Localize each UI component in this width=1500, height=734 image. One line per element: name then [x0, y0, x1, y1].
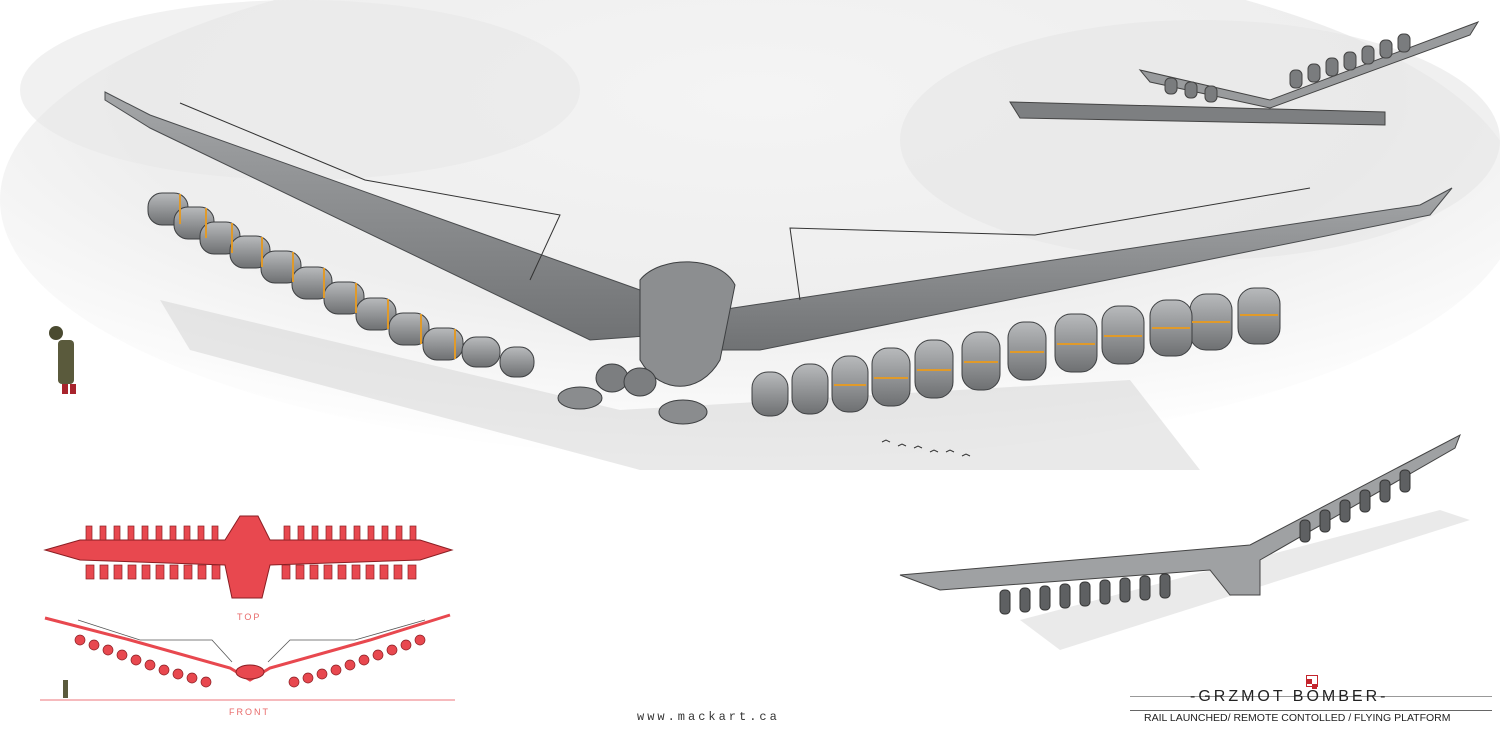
main-left-bomb-pods	[147, 192, 535, 378]
main-left-pod-bands	[179, 194, 456, 359]
bomber-bottom-right	[899, 433, 1470, 650]
main-bomber-shadow	[160, 300, 1200, 470]
main-left-wing	[104, 91, 661, 341]
small-bomber-top-right	[1009, 21, 1480, 126]
blueprint-front-view	[40, 613, 455, 701]
artwork-title: -GRZMOT BOMBER-	[1190, 688, 1389, 705]
title-rule-top	[1130, 696, 1492, 697]
title-rule-bottom	[1130, 710, 1492, 711]
front-scale-figure	[63, 680, 68, 698]
polish-checkerboard-icon	[1306, 675, 1318, 689]
scale-figure-soldier	[49, 326, 76, 394]
cloud-haze-3	[20, 0, 580, 180]
main-right-wire	[789, 187, 1311, 301]
main-bomber	[104, 91, 1453, 425]
main-nose-pod	[658, 399, 708, 425]
front-view-label: FRONT	[229, 707, 270, 717]
main-engine-right	[623, 367, 657, 397]
blueprint-top-view	[43, 515, 454, 599]
artwork-subtitle: RAIL LAUNCHED/ REMOTE CONTOLLED / FLYING…	[1144, 712, 1451, 724]
main-right-pod-bands	[834, 314, 1278, 386]
distant-birds	[881, 439, 971, 457]
main-engine-left	[595, 363, 629, 393]
cloud-haze-2	[900, 20, 1500, 260]
main-fuselage	[639, 261, 736, 387]
main-nose-pod-2	[557, 386, 603, 410]
top-view-label: TOP	[237, 612, 262, 622]
title-block: -GRZMOT BOMBER- RAIL LAUNCHED/ REMOTE CO…	[1130, 672, 1492, 730]
main-left-wire	[179, 102, 561, 281]
website-link[interactable]: www.mackart.ca	[637, 710, 780, 724]
